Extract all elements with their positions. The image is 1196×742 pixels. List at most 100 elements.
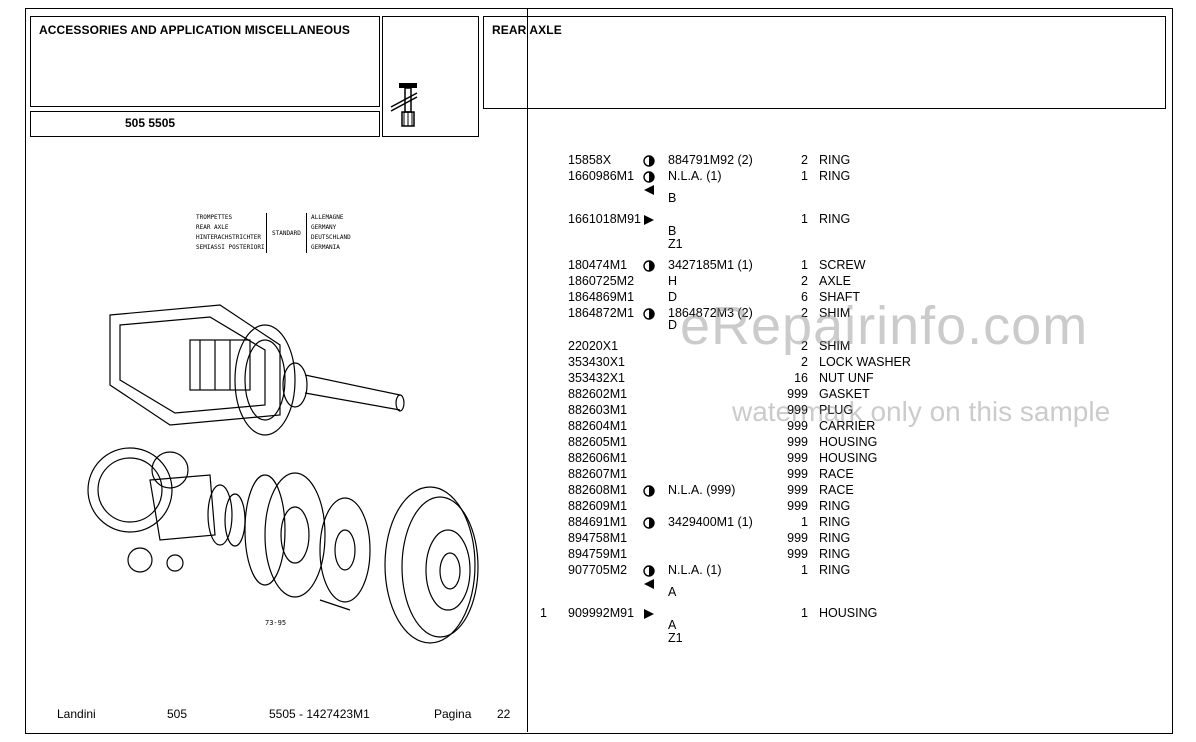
description: SHAFT <box>819 290 860 304</box>
reference-code: A <box>668 618 677 632</box>
part-number: 1864869M1 <box>568 290 635 304</box>
footer-page-label: Pagina <box>434 707 472 721</box>
alternate-part: N.L.A. (1) <box>668 563 722 577</box>
triangle-left-icon <box>644 184 654 195</box>
part-number: 882609M1 <box>568 499 628 513</box>
description: RING <box>819 499 851 513</box>
description: CARRIER <box>819 419 876 433</box>
quantity: 999 <box>787 467 808 481</box>
quantity: 2 <box>801 339 808 353</box>
quantity: 6 <box>801 290 808 304</box>
watermark-note: watermark only on this sample <box>732 396 1111 427</box>
obsolete-symbol-icon <box>643 565 655 577</box>
part-number: 1661018M91 <box>568 212 641 226</box>
reference-code: B <box>668 224 677 238</box>
description: RING <box>819 547 851 561</box>
description: HOUSING <box>819 435 878 449</box>
quantity: 1 <box>801 212 808 226</box>
quantity: 1 <box>801 169 808 183</box>
axle-shaft-icon <box>390 83 418 127</box>
alternate-part: N.L.A. (1) <box>668 169 722 183</box>
legend-left-1: REAR AXLE <box>196 224 229 231</box>
part-number: 1864872M1 <box>568 306 635 320</box>
reference-code: Z1 <box>668 631 683 645</box>
part-number: 1860725M2 <box>568 274 635 288</box>
quantity: 999 <box>787 435 808 449</box>
alternate-part: 1864872M3 (2) <box>668 306 753 320</box>
quantity: 1 <box>801 515 808 529</box>
obsolete-symbol-icon <box>643 517 655 529</box>
icon-box <box>382 16 479 137</box>
column-divider <box>527 8 528 732</box>
part-number: 894758M1 <box>568 531 628 545</box>
status-symbol <box>642 153 656 167</box>
rear-axle-title: REAR AXLE <box>492 23 562 37</box>
obsolete-symbol-icon <box>643 171 655 183</box>
part-number: 15858X <box>568 153 612 167</box>
model-label: 505 5505 <box>125 116 176 130</box>
part-number: 353430X1 <box>568 355 626 369</box>
description: LOCK WASHER <box>819 355 911 369</box>
part-number: 22020X1 <box>568 339 619 353</box>
quantity: 999 <box>787 451 808 465</box>
quantity: 1 <box>801 258 808 272</box>
part-number: 882604M1 <box>568 419 628 433</box>
footer-model: 505 <box>167 707 188 721</box>
part-number: 353432X1 <box>568 371 626 385</box>
part-number: 1660986M1 <box>568 169 635 183</box>
alternate-part: D <box>668 290 678 304</box>
quantity: 2 <box>801 306 808 320</box>
obsolete-symbol-icon <box>643 308 655 320</box>
description: RING <box>819 563 851 577</box>
quantity: 999 <box>787 483 808 497</box>
model-box: 505 5505 <box>30 111 380 137</box>
part-number: 882607M1 <box>568 467 628 481</box>
description: RING <box>819 531 851 545</box>
quantity: 999 <box>787 387 808 401</box>
part-number: 882608M1 <box>568 483 628 497</box>
status-symbol <box>642 306 656 320</box>
rear-axle-title-box: REAR AXLE <box>483 16 1166 109</box>
description: RING <box>819 153 851 167</box>
status-symbol <box>642 483 656 497</box>
quantity: 2 <box>801 355 808 369</box>
status-symbol <box>642 212 656 226</box>
legend-mid: STANDARD <box>272 230 301 237</box>
alternate-part: 3429400M1 (1) <box>668 515 753 529</box>
section-title: ACCESSORIES AND APPLICATION MISCELLANEOU… <box>39 23 351 37</box>
alternate-part: 884791M92 (2) <box>668 153 753 167</box>
part-number: 894759M1 <box>568 547 628 561</box>
status-symbol <box>642 576 656 590</box>
triangle-left-icon <box>644 578 654 589</box>
status-symbol <box>642 182 656 196</box>
status-symbol <box>642 515 656 529</box>
footer-code: 5505 - 1427423M1 <box>269 707 370 721</box>
obsolete-symbol-icon <box>643 260 655 272</box>
quantity: 999 <box>787 547 808 561</box>
obsolete-symbol-icon <box>643 485 655 497</box>
triangle-right-icon <box>644 214 654 225</box>
description: AXLE <box>819 274 851 288</box>
description: RACE <box>819 483 854 497</box>
legend-left-3: SEMIASSI POSTERIORI <box>196 244 265 251</box>
quantity: 999 <box>787 403 808 417</box>
quantity: 16 <box>794 371 808 385</box>
reference-code: D <box>668 318 678 332</box>
reference-code: Z1 <box>668 237 683 251</box>
alternate-part: 3427185M1 (1) <box>668 258 753 272</box>
legend-left-2: HINTERACHSTRICHTER <box>196 234 262 241</box>
description: SCREW <box>819 258 866 272</box>
description: RING <box>819 515 851 529</box>
alternate-part: H <box>668 274 678 288</box>
legend-right-0: ALLEMAGNE <box>311 214 344 221</box>
page-frame <box>25 8 1173 734</box>
quantity: 999 <box>787 531 808 545</box>
part-number: 180474M1 <box>568 258 628 272</box>
description: SHIM <box>819 306 851 320</box>
description: RING <box>819 212 851 226</box>
watermark-title: eRepairinfo.com <box>680 296 1089 356</box>
legend-left-0: TROMPETTES <box>196 214 233 221</box>
alternate-part: N.L.A. (999) <box>668 483 736 497</box>
part-number: 909992M91 <box>568 606 635 620</box>
description: HOUSING <box>819 451 878 465</box>
